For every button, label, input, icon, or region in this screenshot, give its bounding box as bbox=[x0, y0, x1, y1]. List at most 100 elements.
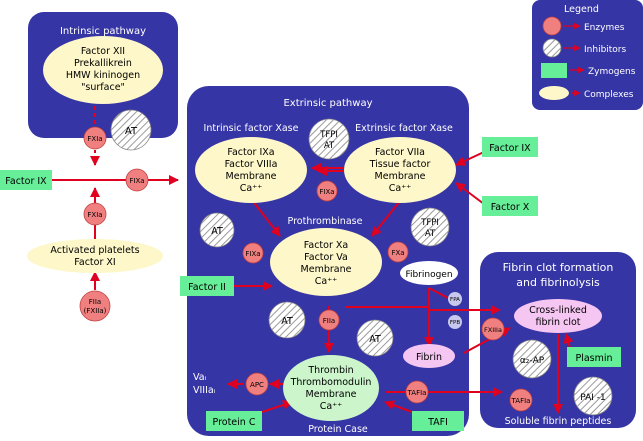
tfpi-at-mid-inhibitor bbox=[410, 207, 450, 247]
arrow-factor-ix-to-extrinsic bbox=[455, 151, 485, 166]
at-inhibitor-left-label: AT bbox=[211, 226, 223, 237]
arrow-protein-c-to-thrombin bbox=[261, 400, 293, 413]
thrombin-line-3: Membrane bbox=[306, 389, 357, 400]
legend-title: Legend bbox=[564, 4, 599, 15]
prothrombinase-complex bbox=[270, 228, 382, 296]
pai1-inhibitor bbox=[573, 376, 613, 416]
fibrinolysis-title-2: and fibrinolysis bbox=[516, 276, 600, 289]
factor-ix-right-zymogen bbox=[482, 137, 538, 157]
fixa-center-label: FIXa bbox=[319, 188, 334, 196]
at-inhibitor-center-label: AT bbox=[369, 334, 381, 345]
extrinsic-xase-line-3: Membrane bbox=[375, 171, 426, 182]
fxia-top-label: FXIa bbox=[87, 135, 102, 143]
intrinsic-xase-complex bbox=[195, 137, 307, 203]
intrinsic-complex bbox=[43, 36, 163, 104]
crosslinked-clot-node bbox=[514, 299, 602, 333]
crosslinked-line-2: fibrin clot bbox=[536, 317, 581, 328]
thrombin-line-4: Ca⁺⁺ bbox=[320, 401, 342, 412]
fiia-label: FIIa bbox=[323, 317, 335, 325]
factor-ix-left-zymogen bbox=[0, 170, 52, 190]
intrinsic-complex-line-4: "surface" bbox=[81, 82, 125, 93]
arrow-extrinsic-xase-to-prothrombinase bbox=[371, 200, 401, 237]
tfpi-at-top-inhibitor bbox=[308, 118, 350, 160]
arrow-intrinsic-xase-to-prothrombinase bbox=[251, 199, 281, 237]
fibrin-node bbox=[403, 344, 455, 368]
legend-zymogen-swatch bbox=[541, 63, 567, 78]
fxa-label: FXa bbox=[391, 249, 404, 257]
legend-complex-swatch bbox=[539, 86, 569, 100]
tfpi-at-top-line-2: AT bbox=[324, 141, 335, 151]
thrombin-line-1: Thrombin bbox=[307, 365, 353, 376]
platelets-line-1: Activated platelets bbox=[50, 245, 139, 256]
apc-enzyme bbox=[245, 372, 269, 396]
tfpi-at-mid-line-2: AT bbox=[425, 229, 436, 239]
fixa-center-enzyme bbox=[316, 180, 338, 202]
protein-case-label: Protein Case bbox=[308, 424, 368, 435]
fxa-enzyme bbox=[387, 241, 409, 263]
prothrombinase-line-4: Ca⁺⁺ bbox=[315, 276, 337, 287]
fxiiia-label: FXIIIa bbox=[484, 326, 502, 334]
fibrin-label: Fibrin bbox=[416, 352, 442, 363]
fixa-left-label: FIXa bbox=[245, 250, 260, 258]
legend-enzymes: Enzymes bbox=[584, 23, 625, 33]
prothrombinase-line-1: Factor Xa bbox=[304, 240, 348, 251]
intrinsic-xase-line-4: Ca⁺⁺ bbox=[240, 183, 262, 194]
at-inhibitor-center bbox=[356, 319, 394, 357]
prothrombinase-line-2: Factor Va bbox=[304, 252, 348, 263]
arrow-factor-x-to-extrinsic bbox=[455, 182, 485, 205]
viiia-inactive-label: VIIIaᵢ bbox=[193, 385, 216, 396]
tafia-low-enzyme bbox=[509, 388, 533, 412]
tafi-zymogen bbox=[412, 411, 464, 431]
at-inhibitor-top-label: AT bbox=[125, 126, 138, 137]
platelets-complex bbox=[27, 239, 163, 273]
pai1-label: PAI -1 bbox=[580, 393, 606, 403]
fibrinogen-node bbox=[400, 261, 458, 285]
at-inhibitor-lower bbox=[268, 301, 306, 339]
intrinsic-xase-line-3: Membrane bbox=[226, 171, 277, 182]
plasmin-zymogen bbox=[567, 347, 621, 367]
fiia-enzyme bbox=[318, 309, 340, 331]
factor-ii-zymogen bbox=[180, 276, 234, 296]
fibrinolysis-title-1: Fibrin clot formation bbox=[503, 261, 614, 274]
fiia-fxiia-enzyme bbox=[79, 290, 111, 322]
apc-label: APC bbox=[250, 381, 264, 389]
tfpi-at-top-line-1: TFPI bbox=[319, 130, 338, 140]
extrinsic-title: Extrinsic pathway bbox=[283, 98, 372, 109]
fpa-node bbox=[448, 292, 462, 306]
fixa-entry-enzyme bbox=[125, 168, 149, 192]
fpb-label: FPB bbox=[450, 320, 460, 326]
legend-enzyme-swatch bbox=[542, 16, 562, 36]
extrinsic-xase-complex bbox=[344, 137, 456, 203]
intrinsic-title: Intrinsic pathway bbox=[60, 26, 146, 37]
plasmin-label: Plasmin bbox=[575, 353, 612, 364]
alpha2ap-inhibitor bbox=[512, 339, 552, 379]
tafia-mid-label: TAFIa bbox=[407, 389, 427, 397]
factor-x-zymogen bbox=[482, 196, 538, 216]
intrinsic-complex-line-3: HMW kininogen bbox=[66, 70, 140, 81]
fpa-label: FPA bbox=[450, 297, 460, 303]
soluble-peptides-label: Soluble fibrin peptides bbox=[505, 416, 612, 427]
arrow-fibrinogen-to-path bbox=[428, 287, 449, 299]
factor-ix-right-label: Factor IX bbox=[489, 143, 531, 154]
factor-ix-left-label: Factor IX bbox=[5, 176, 47, 187]
alpha2ap-label: α₂-AP bbox=[520, 356, 545, 366]
tafia-low-label: TAFIa bbox=[511, 397, 531, 405]
legend-inhibitors: Inhibitors bbox=[584, 45, 627, 55]
extrinsic-xase-title: Extrinsic factor Xase bbox=[355, 123, 453, 134]
fpb-node bbox=[448, 315, 462, 329]
protein-c-label: Protein C bbox=[213, 417, 256, 428]
fibrinogen-label: Fibrinogen bbox=[405, 270, 452, 280]
legend-inhibitor-swatch bbox=[542, 38, 562, 58]
fxiiia-enzyme bbox=[481, 317, 505, 341]
prothrombinase-line-3: Membrane bbox=[301, 264, 352, 275]
intrinsic-xase-line-2: Factor VIIIa bbox=[225, 159, 278, 170]
at-inhibitor-left bbox=[199, 212, 235, 248]
thrombin-line-2: Thrombomodulin bbox=[290, 377, 372, 388]
intrinsic-complex-line-2: Prekallikrein bbox=[74, 58, 132, 69]
intrinsic-complex-line-1: Factor XII bbox=[81, 46, 125, 57]
tfpi-at-mid-line-1: TFPI bbox=[420, 218, 439, 228]
fixa-entry-label: FIXa bbox=[129, 177, 144, 185]
va-inactive-label: Vaᵢ bbox=[193, 372, 207, 383]
